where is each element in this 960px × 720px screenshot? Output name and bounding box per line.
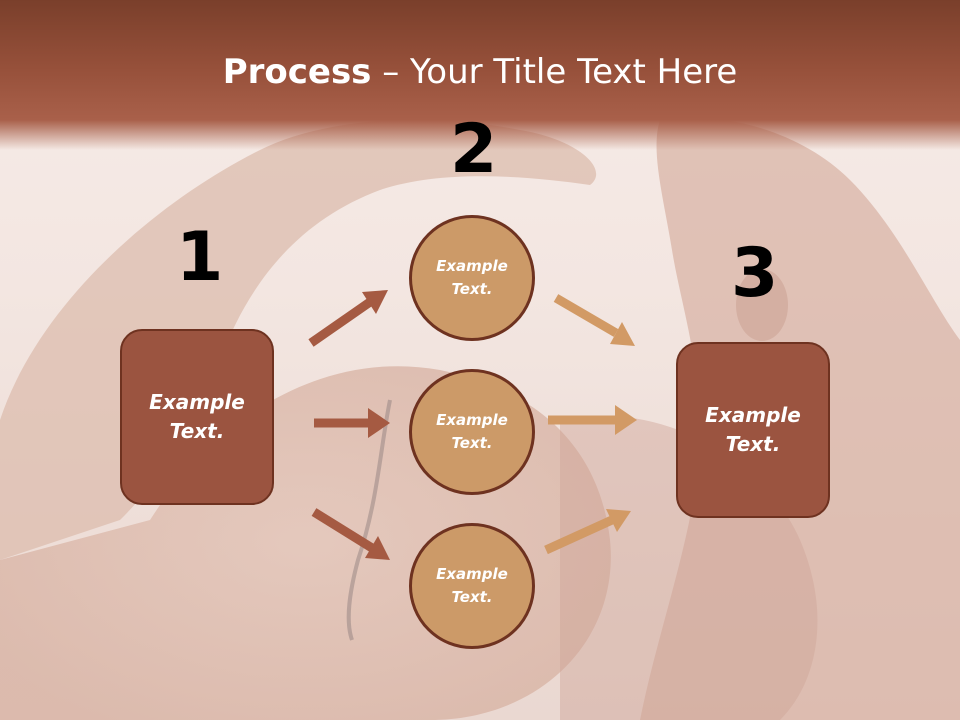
arrow-right-down [553, 294, 635, 346]
title-band [0, 0, 960, 150]
left-box-text: Example Text. [149, 390, 245, 443]
circle-bottom-text: Example Text. [436, 565, 508, 606]
slide-title: Process – Your Title Text Here [0, 52, 960, 92]
arrow-left-middle [314, 408, 390, 438]
step-number-1: 1 [176, 218, 224, 297]
circle-middle: Example Text. [409, 369, 535, 495]
arrow-right-up [544, 509, 631, 555]
circle-middle-text: Example Text. [436, 411, 508, 452]
arrow-left-down [311, 508, 390, 560]
right-box: Example Text. [676, 342, 830, 518]
step-number-2: 2 [450, 110, 498, 189]
circle-top-text: Example Text. [436, 257, 508, 298]
arrow-left-up [308, 290, 388, 347]
circle-bottom: Example Text. [409, 523, 535, 649]
circle-top: Example Text. [409, 215, 535, 341]
arrow-right-middle [548, 405, 637, 435]
title-bold: Process [222, 52, 372, 92]
step-number-3: 3 [731, 234, 779, 313]
right-box-text: Example Text. [705, 403, 801, 456]
left-box: Example Text. [120, 329, 274, 505]
title-rest: – Your Title Text Here [371, 52, 738, 92]
